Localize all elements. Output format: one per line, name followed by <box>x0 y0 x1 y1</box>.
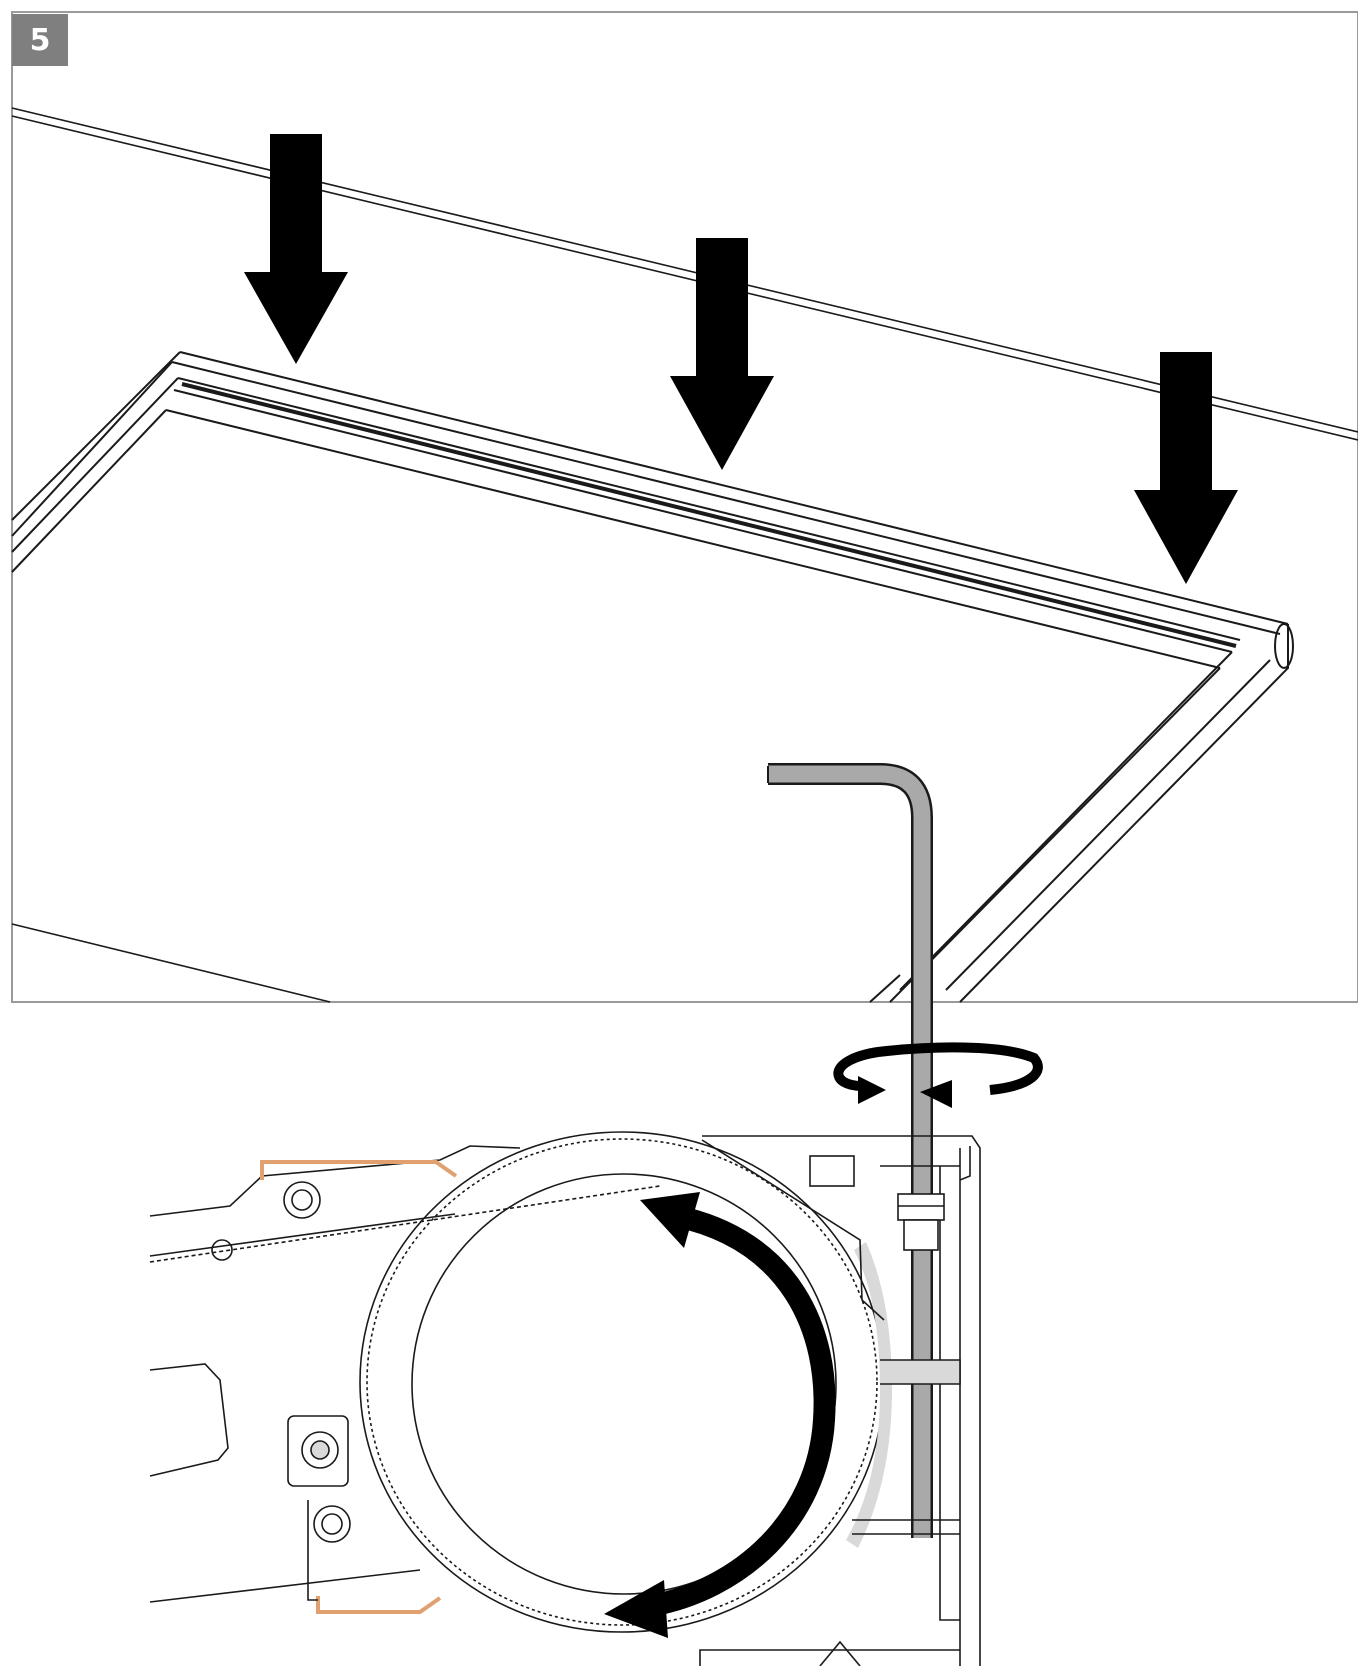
bracket-mechanism <box>149 1131 981 1667</box>
rotate-arrow-icon <box>833 1042 1043 1108</box>
top-panel <box>11 11 1358 1003</box>
curved-double-arrow-icon <box>604 1192 836 1638</box>
rail-frame <box>11 351 1294 1003</box>
down-arrow-icon <box>244 134 348 364</box>
down-arrow-icon <box>1134 352 1238 584</box>
down-arrow-icon <box>670 238 774 470</box>
step-number-badge: 5 <box>12 14 68 66</box>
hex-key-icon <box>767 763 933 1538</box>
